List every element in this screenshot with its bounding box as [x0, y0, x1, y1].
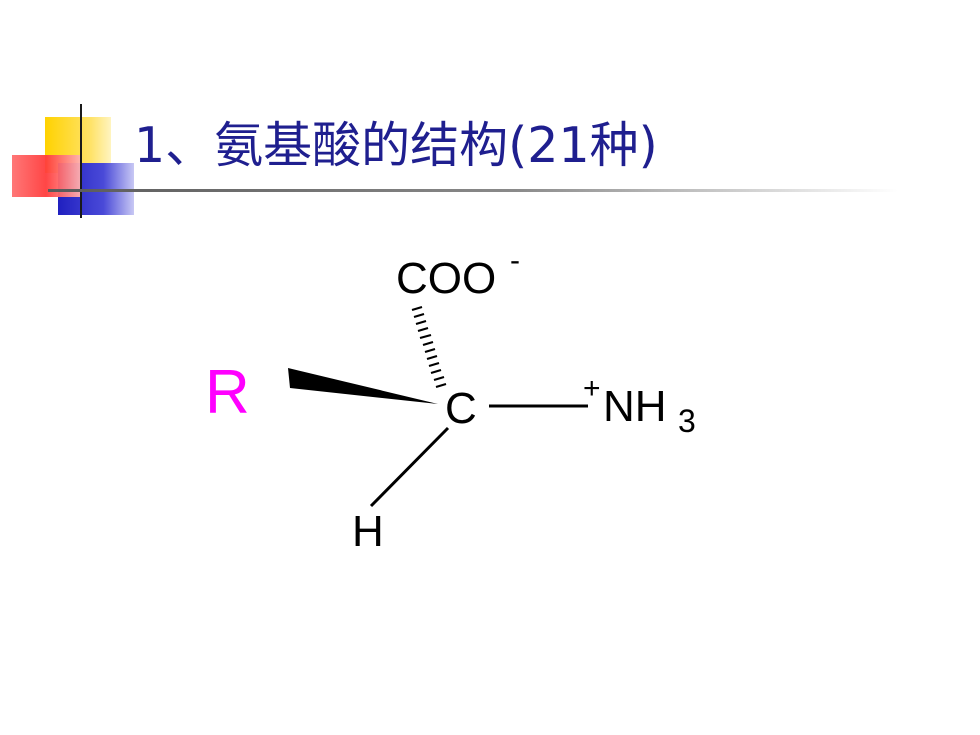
title-underline	[48, 189, 898, 192]
amino-subscript: 3	[678, 403, 696, 439]
carboxyl-charge: -	[510, 244, 520, 277]
bond-c-h	[369, 426, 450, 508]
slide-title: 1、氨基酸的结构(21种)	[134, 117, 658, 174]
solid-wedge-bond	[288, 368, 438, 404]
carboxyl-label: COO	[396, 254, 496, 303]
amino-group-label: NH	[603, 382, 667, 431]
hydrogen-label: H	[352, 507, 384, 556]
center-carbon-label: C	[445, 384, 477, 433]
amino-charge: +	[583, 372, 601, 405]
r-group-label: R	[205, 358, 250, 427]
hashed-wedge-bond	[411, 305, 447, 389]
